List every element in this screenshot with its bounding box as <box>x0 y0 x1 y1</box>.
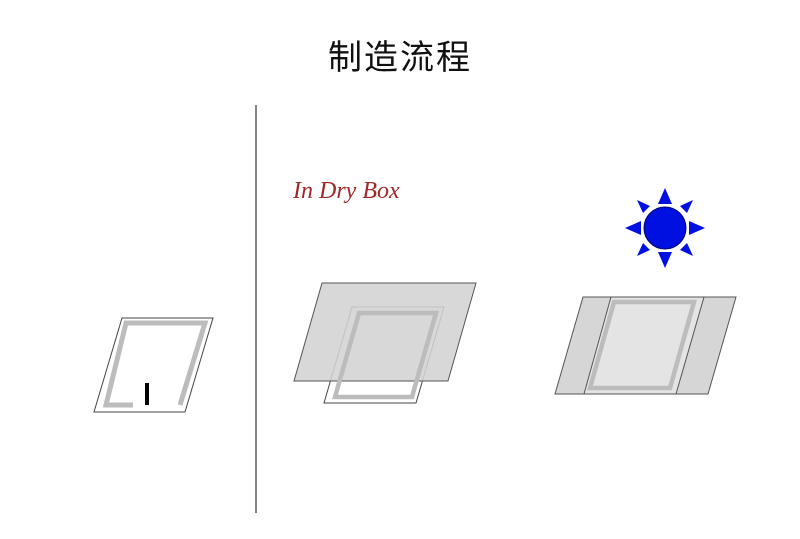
stage-2-lamination <box>293 282 477 404</box>
sun-icon <box>625 188 705 268</box>
electrode-trace <box>102 320 209 408</box>
stage-3-curing <box>554 296 737 395</box>
substrate-sheet <box>93 317 214 413</box>
page-title: 制造流程 <box>328 38 472 78</box>
dry-box-label: In Dry Box <box>293 178 400 204</box>
electrode-frame <box>332 310 439 400</box>
stage-1-substrate <box>93 317 214 413</box>
cover-film <box>293 282 477 382</box>
electrode-tab <box>145 383 149 405</box>
electrode-frame-cured <box>587 299 697 391</box>
